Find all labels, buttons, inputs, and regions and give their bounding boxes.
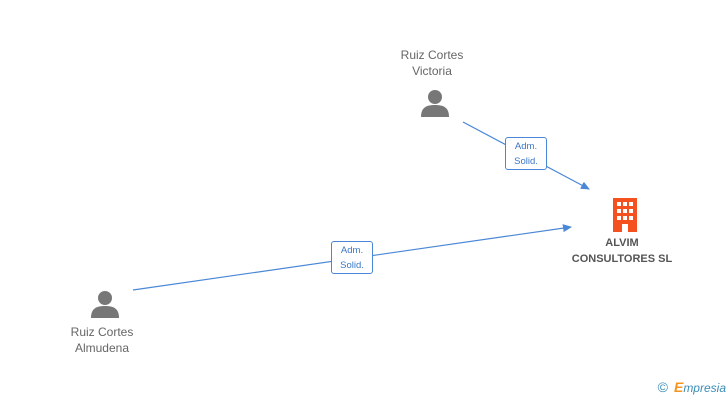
brand-watermark: © Empresia <box>658 379 726 395</box>
copyright-icon: © <box>657 379 668 395</box>
person-name-victoria: Ruiz Cortes Victoria <box>400 48 464 78</box>
person-icon <box>91 291 119 318</box>
relation-badge-victoria[interactable]: Adm. Solid. <box>505 137 547 170</box>
company-name: ALVIM CONSULTORES SL <box>571 237 673 265</box>
building-icon <box>613 198 637 232</box>
brand-name: mpresia <box>683 381 726 395</box>
person-name-almudena: Ruiz Cortes Almudena <box>70 325 134 355</box>
relation-badge-almudena[interactable]: Adm. Solid. <box>331 241 373 274</box>
brand-initial: E <box>673 379 684 395</box>
person-icon <box>421 90 449 117</box>
